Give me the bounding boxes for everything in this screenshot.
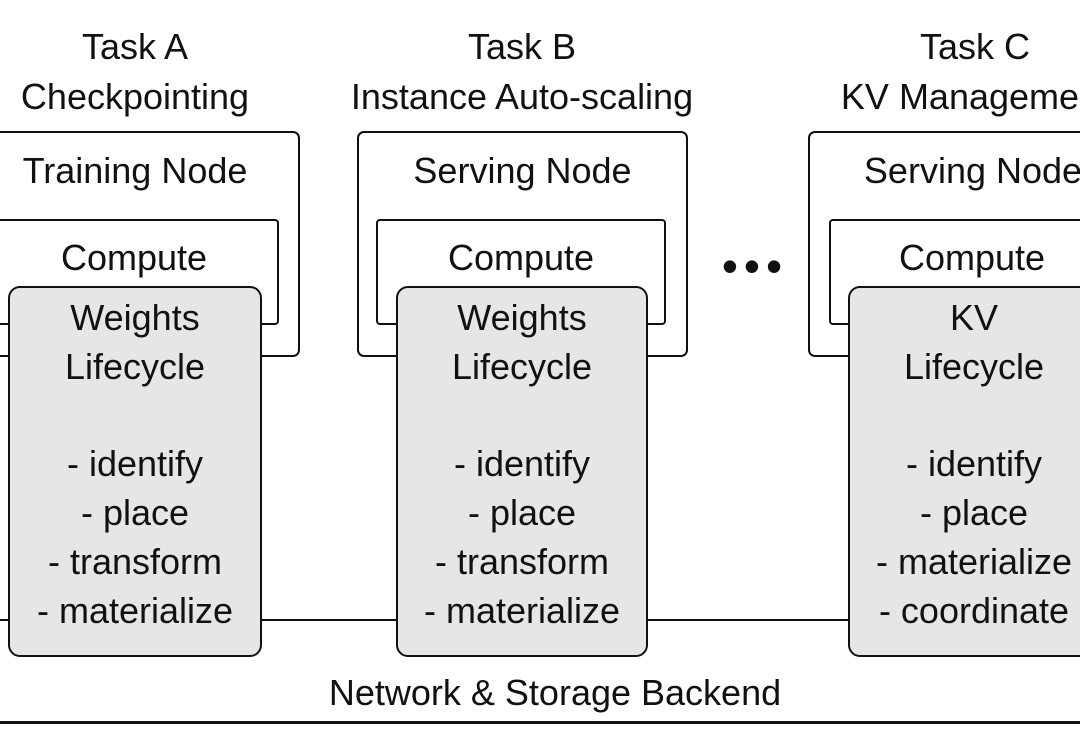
training-node-label: Training Node [22,150,248,191]
task-c-clip: Task C KV Management Serving Node Comput… [760,0,1080,744]
task-a-compute-label: Compute [60,237,208,278]
lifecycle-title-line1: Weights [457,297,587,338]
ellipsis: ••• [721,240,789,292]
backend-label: Network & Storage Backend [328,672,782,713]
task-c-title: Task C [919,26,1031,67]
lifecycle-step: - coordinate [878,590,1070,631]
lifecycle-title-line2: Lifecycle [64,346,206,387]
task-b-compute-label: Compute [447,237,595,278]
task-a-subtitle: Checkpointing [20,76,250,117]
lifecycle-step: - place [919,492,1029,533]
lifecycle-step: - transform [434,541,610,582]
task-b-title: Task B [467,26,577,67]
task-c-lifecycle-box: KV Lifecycle - identify - place - materi… [848,286,1080,657]
lifecycle-title-line1: Weights [70,297,200,338]
task-c-compute-label: Compute [898,237,1046,278]
lifecycle-step: - materialize [36,590,234,631]
lifecycle-step: - materialize [875,541,1073,582]
task-b-subtitle: Instance Auto-scaling [350,76,694,117]
lifecycle-title-line2: Lifecycle [451,346,593,387]
task-a-title: Task A [81,26,189,67]
lifecycle-title-line1: KV [949,297,999,338]
lifecycle-step: - identify [66,443,204,484]
lifecycle-step: - transform [47,541,223,582]
serving-node-label: Serving Node [413,150,632,191]
backend-baseline [0,721,1080,724]
serving-node-label: Serving Node [863,150,1080,191]
lifecycle-step: - place [80,492,190,533]
task-b-lifecycle-box: Weights Lifecycle - identify - place - t… [396,286,648,657]
lifecycle-step: - identify [453,443,591,484]
task-c-subtitle: KV Management [840,76,1080,117]
lifecycle-step: - identify [905,443,1043,484]
lifecycle-step: - materialize [423,590,621,631]
task-a-lifecycle-box: Weights Lifecycle - identify - place - t… [8,286,262,657]
lifecycle-step: - place [467,492,577,533]
lifecycle-title-line2: Lifecycle [903,346,1045,387]
